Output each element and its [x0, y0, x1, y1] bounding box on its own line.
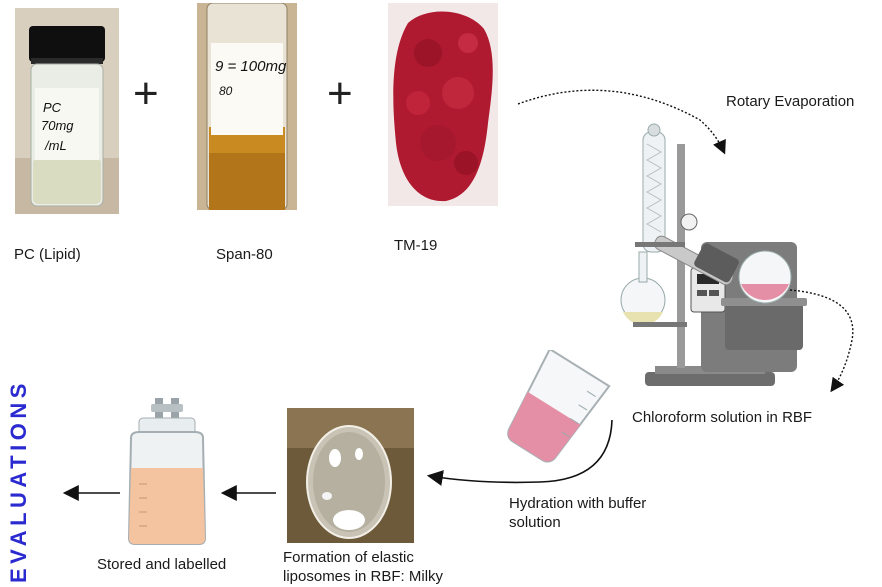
rotary-evaporator-illustration	[605, 122, 810, 390]
pc-handwriting-3: /mL	[44, 138, 67, 153]
span80-vial-photo: 9 = 100mg 80	[197, 3, 297, 210]
span80-handwriting-2: 80	[219, 84, 233, 98]
evaluations-text: EVALUATIONS	[6, 379, 31, 583]
tm19-powder-photo	[388, 3, 498, 206]
pc-handwriting-1: PC	[43, 100, 62, 115]
label-hydration-line1: Hydration with buffer	[509, 495, 647, 512]
label-hydration-line2: solution	[509, 514, 561, 531]
liposome-rbf-photo	[287, 408, 414, 543]
span80-handwriting-1: 9 = 100mg	[215, 58, 287, 75]
arrow-to-rotary	[517, 89, 726, 155]
label-stored: Stored and labelled	[97, 556, 227, 573]
plus-sign-2: +	[327, 69, 353, 118]
arrow-to-chloroform	[789, 289, 854, 393]
storage-jar-illustration	[125, 398, 210, 546]
evaluations-side-label: EVALUATIONS	[3, 335, 33, 585]
label-pc-lipid: PC (Lipid)	[14, 246, 81, 263]
label-chloroform-solution: Chloroform solution in RBF	[632, 409, 813, 426]
arrow-to-formation	[426, 419, 613, 486]
label-formation-line2: liposomes in RBF: Milky	[283, 568, 444, 585]
pc-lipid-vial-photo: PC 70mg /mL	[15, 8, 119, 214]
plus-sign-1: +	[133, 69, 159, 118]
pc-handwriting-2: 70mg	[41, 118, 74, 133]
label-formation: Formation of elastic liposomes in RBF: M…	[283, 548, 483, 586]
label-span80: Span-80	[216, 246, 273, 263]
label-hydration: Hydration with buffer solution	[509, 494, 709, 532]
label-rotary-evaporation: Rotary Evaporation	[726, 93, 855, 110]
label-tm19: TM-19	[394, 237, 438, 254]
label-formation-line1: Formation of elastic	[283, 549, 414, 566]
beaker-pouring-illustration	[488, 350, 618, 470]
